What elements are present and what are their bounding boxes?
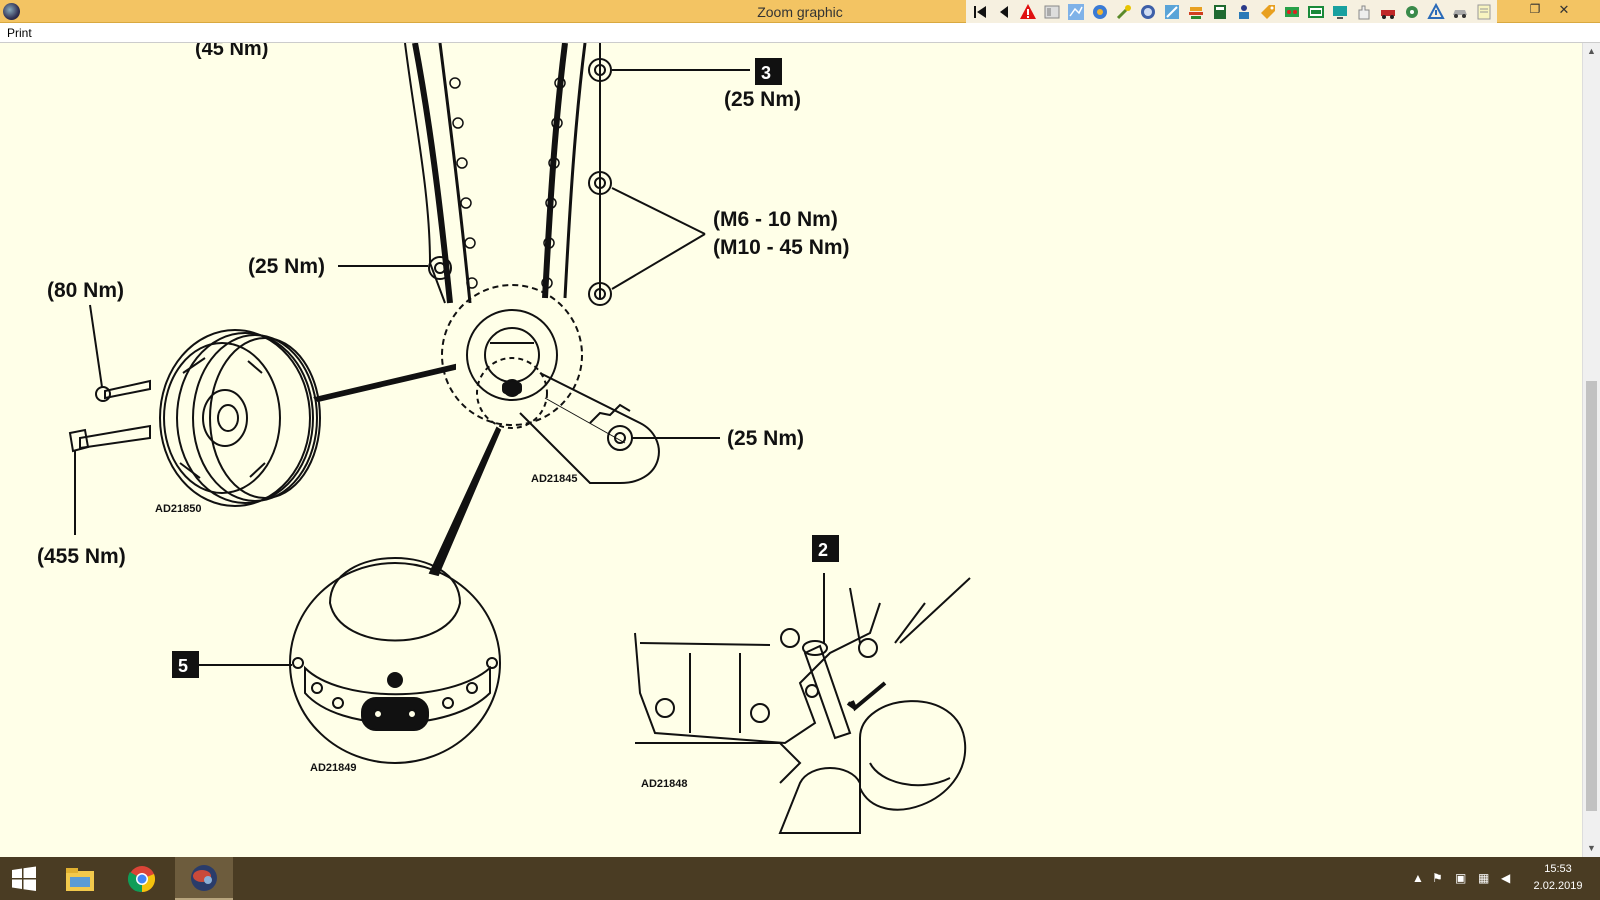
label-sprocket-torque: (25 Nm) xyxy=(727,427,804,450)
tools-icon[interactable] xyxy=(1160,1,1183,22)
code-pulley: AD21850 xyxy=(155,503,201,515)
display-icon[interactable] xyxy=(1328,1,1351,22)
engine-icon[interactable] xyxy=(1088,1,1111,22)
code-detail: AD21849 xyxy=(310,762,356,774)
graphic-viewport[interactable]: (45 Nm) (25 Nm) (M6 - 10 Nm) (M10 - 45 N… xyxy=(0,43,1582,857)
tag-icon[interactable] xyxy=(1256,1,1279,22)
scroll-thumb[interactable] xyxy=(1586,381,1597,811)
clock-date[interactable]: 2.02.2019 xyxy=(1533,880,1583,892)
system-tray: ▲ ⚑ ▣ ▦ ◀ xyxy=(1400,857,1600,900)
device-icon[interactable]: ▣ xyxy=(1455,871,1467,885)
callout-3: 3 xyxy=(761,63,771,83)
vertical-scrollbar[interactable]: ▲ ▼ xyxy=(1582,43,1600,857)
callout-5: 5 xyxy=(178,656,188,676)
battery-icon[interactable] xyxy=(1304,1,1327,22)
windows-logo-icon xyxy=(12,866,36,891)
show-hidden-icon[interactable]: ▲ xyxy=(1412,871,1424,885)
wrench-icon[interactable] xyxy=(1112,1,1135,22)
window-title: Zoom graphic xyxy=(757,4,843,20)
settings-icon[interactable] xyxy=(1400,1,1423,22)
prev-page-icon[interactable] xyxy=(992,1,1015,22)
notes-icon[interactable] xyxy=(1472,1,1495,22)
callout-2: 2 xyxy=(818,540,828,560)
timing-chain-diagram: (45 Nm) (25 Nm) (M6 - 10 Nm) (M10 - 45 N… xyxy=(37,43,971,834)
book-icon[interactable] xyxy=(1208,1,1231,22)
toolbar xyxy=(966,0,1497,23)
menu-bar: Print xyxy=(0,23,1600,43)
label-pulley-small-bolt: (80 Nm) xyxy=(47,279,124,302)
workshop-app-icon xyxy=(191,864,217,891)
network-icon[interactable]: ▦ xyxy=(1478,871,1490,885)
diagram-icon[interactable] xyxy=(1064,1,1087,22)
code-chain: AD21845 xyxy=(531,473,577,485)
menu-print[interactable]: Print xyxy=(7,26,32,40)
car-icon[interactable] xyxy=(1448,1,1471,22)
electrical-icon[interactable] xyxy=(1280,1,1303,22)
mechanic-icon[interactable] xyxy=(1232,1,1255,22)
close-button[interactable]: ✕ xyxy=(1558,2,1570,17)
label-upper-torque: (25 Nm) xyxy=(724,88,801,111)
file-explorer-task[interactable] xyxy=(51,857,109,900)
label-m10-torque: (M10 - 45 Nm) xyxy=(713,236,850,259)
label-top-torque: (45 Nm) xyxy=(195,43,268,60)
title-bar: Zoom graphic ❐ ✕ xyxy=(0,0,1600,23)
clock-time[interactable]: 15:53 xyxy=(1544,863,1572,875)
restore-button[interactable]: ❐ xyxy=(1529,2,1541,16)
scroll-down-button[interactable]: ▼ xyxy=(1587,843,1596,853)
label-guide-torque: (25 Nm) xyxy=(248,255,325,278)
gauge-icon[interactable] xyxy=(1136,1,1159,22)
active-app-task[interactable] xyxy=(175,857,233,900)
start-button[interactable] xyxy=(0,857,48,900)
code-tool: AD21848 xyxy=(641,778,687,790)
warning-icon[interactable] xyxy=(1016,1,1039,22)
taskbar: ▲ ⚑ ▣ ▦ ◀ 15:53 2.02.2019 xyxy=(0,857,1600,900)
vehicle-icon[interactable] xyxy=(1376,1,1399,22)
label-pulley-large-bolt: (455 Nm) xyxy=(37,545,126,568)
first-page-icon[interactable] xyxy=(968,1,991,22)
volume-icon[interactable]: ◀ xyxy=(1501,871,1511,885)
app-icon[interactable] xyxy=(3,3,20,20)
label-m6-torque: (M6 - 10 Nm) xyxy=(713,208,838,231)
hazard-icon[interactable] xyxy=(1424,1,1447,22)
hand-icon[interactable] xyxy=(1352,1,1375,22)
folder-icon xyxy=(66,867,94,891)
action-center-flag-icon[interactable]: ⚑ xyxy=(1432,871,1443,885)
document-icon[interactable] xyxy=(1040,1,1063,22)
chrome-task[interactable] xyxy=(113,857,171,900)
scroll-up-button[interactable]: ▲ xyxy=(1587,46,1596,56)
chrome-icon xyxy=(127,865,155,892)
car-lift-icon[interactable] xyxy=(1184,1,1207,22)
